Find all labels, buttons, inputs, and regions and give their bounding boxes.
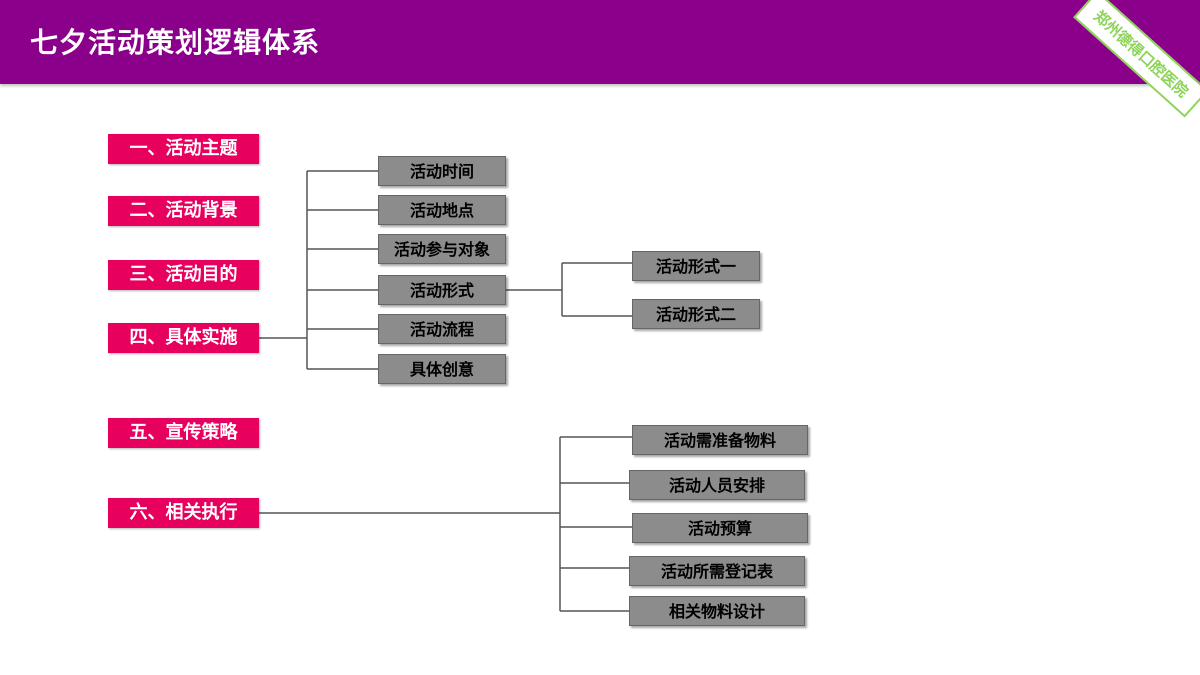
impl-item-form: 活动形式 — [378, 275, 506, 305]
impl-item-location: 活动地点 — [378, 195, 506, 225]
form-item-1: 活动形式一 — [632, 251, 760, 281]
main-item-implementation: 四、具体实施 — [108, 323, 259, 353]
impl-item-idea: 具体创意 — [378, 354, 506, 384]
exec-item-budget: 活动预算 — [632, 513, 808, 543]
main-item-theme: 一、活动主题 — [108, 134, 259, 164]
exec-item-staff: 活动人员安排 — [629, 470, 805, 500]
impl-item-participants: 活动参与对象 — [378, 234, 506, 264]
page-title: 七夕活动策划逻辑体系 — [30, 26, 321, 59]
exec-item-forms: 活动所需登记表 — [629, 556, 805, 586]
main-item-promotion: 五、宣传策略 — [108, 418, 259, 448]
exec-item-design: 相关物料设计 — [629, 596, 805, 626]
main-item-background: 二、活动背景 — [108, 196, 259, 226]
impl-item-process: 活动流程 — [378, 314, 506, 344]
form-item-2: 活动形式二 — [632, 299, 760, 329]
header-bar: 七夕活动策划逻辑体系 — [0, 0, 1200, 84]
main-item-execution: 六、相关执行 — [108, 498, 259, 528]
main-item-purpose: 三、活动目的 — [108, 260, 259, 290]
exec-item-materials: 活动需准备物料 — [632, 425, 808, 455]
impl-item-time: 活动时间 — [378, 156, 506, 186]
